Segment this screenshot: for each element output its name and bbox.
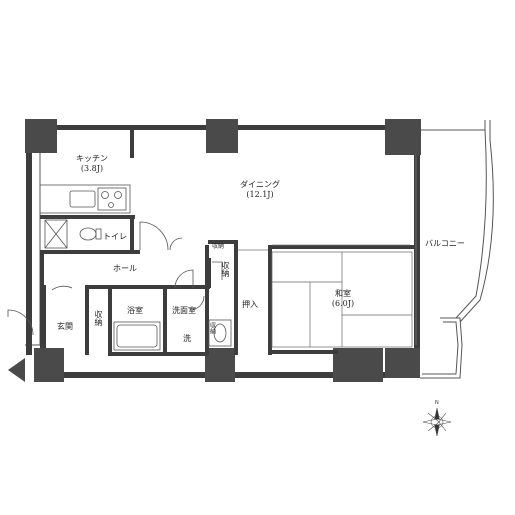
pillar-bottom-right (333, 348, 383, 382)
entrance-steps (8, 358, 25, 382)
bath-label: 浴室 (127, 306, 143, 315)
tatami (271, 251, 413, 348)
compass-icon (422, 407, 452, 437)
storage-entry-label: 収納 (94, 310, 103, 326)
pillar-top-left (25, 119, 57, 153)
pillar-bottom-mid (205, 348, 235, 382)
interior-walls (40, 128, 418, 356)
bathtub (113, 321, 161, 351)
hall-label: ホール (113, 264, 137, 273)
washbasin (208, 319, 232, 347)
balcony-outline (420, 120, 494, 379)
sink (69, 190, 96, 208)
entrance-label: 玄関 (57, 322, 73, 331)
dining-label: ダイニング (12.1J) (230, 180, 290, 200)
japanese-room-name: 和室 (335, 289, 351, 298)
washroom-label: 洗面室 (172, 306, 196, 315)
stove (97, 187, 127, 211)
kitchen-label: キッチン (3.8J) (68, 154, 116, 174)
kitchen-counter (39, 184, 131, 214)
storage-mid-label: 収納 (212, 243, 225, 250)
pillar-top-mid (206, 119, 238, 153)
storage-top-label: 収納 (221, 261, 230, 277)
japanese-room-label: 和室 (6.0J) (325, 289, 361, 309)
dining-size: (12.1J) (246, 190, 274, 199)
japanese-room-size: (6.0J) (331, 299, 355, 308)
toilet-fixture (44, 219, 102, 249)
wash-label: 洗 (183, 334, 191, 343)
pillar-top-right (385, 119, 421, 155)
closet-label: 押入 (242, 300, 258, 309)
partitions (238, 155, 417, 345)
dining-name: ダイニング (240, 180, 280, 189)
compass-north-label: N (435, 400, 439, 406)
storage-small-label: 収納 (208, 322, 216, 334)
doors (7, 221, 223, 336)
toilet-label: トイレ (103, 232, 127, 241)
pillar-right-mid (385, 348, 420, 378)
balcony-label: バルコニー (425, 239, 465, 248)
pillar-bottom-left (34, 348, 64, 382)
kitchen-name: キッチン (76, 154, 108, 163)
kitchen-size: (3.8J) (80, 164, 104, 173)
pillars (25, 119, 421, 382)
